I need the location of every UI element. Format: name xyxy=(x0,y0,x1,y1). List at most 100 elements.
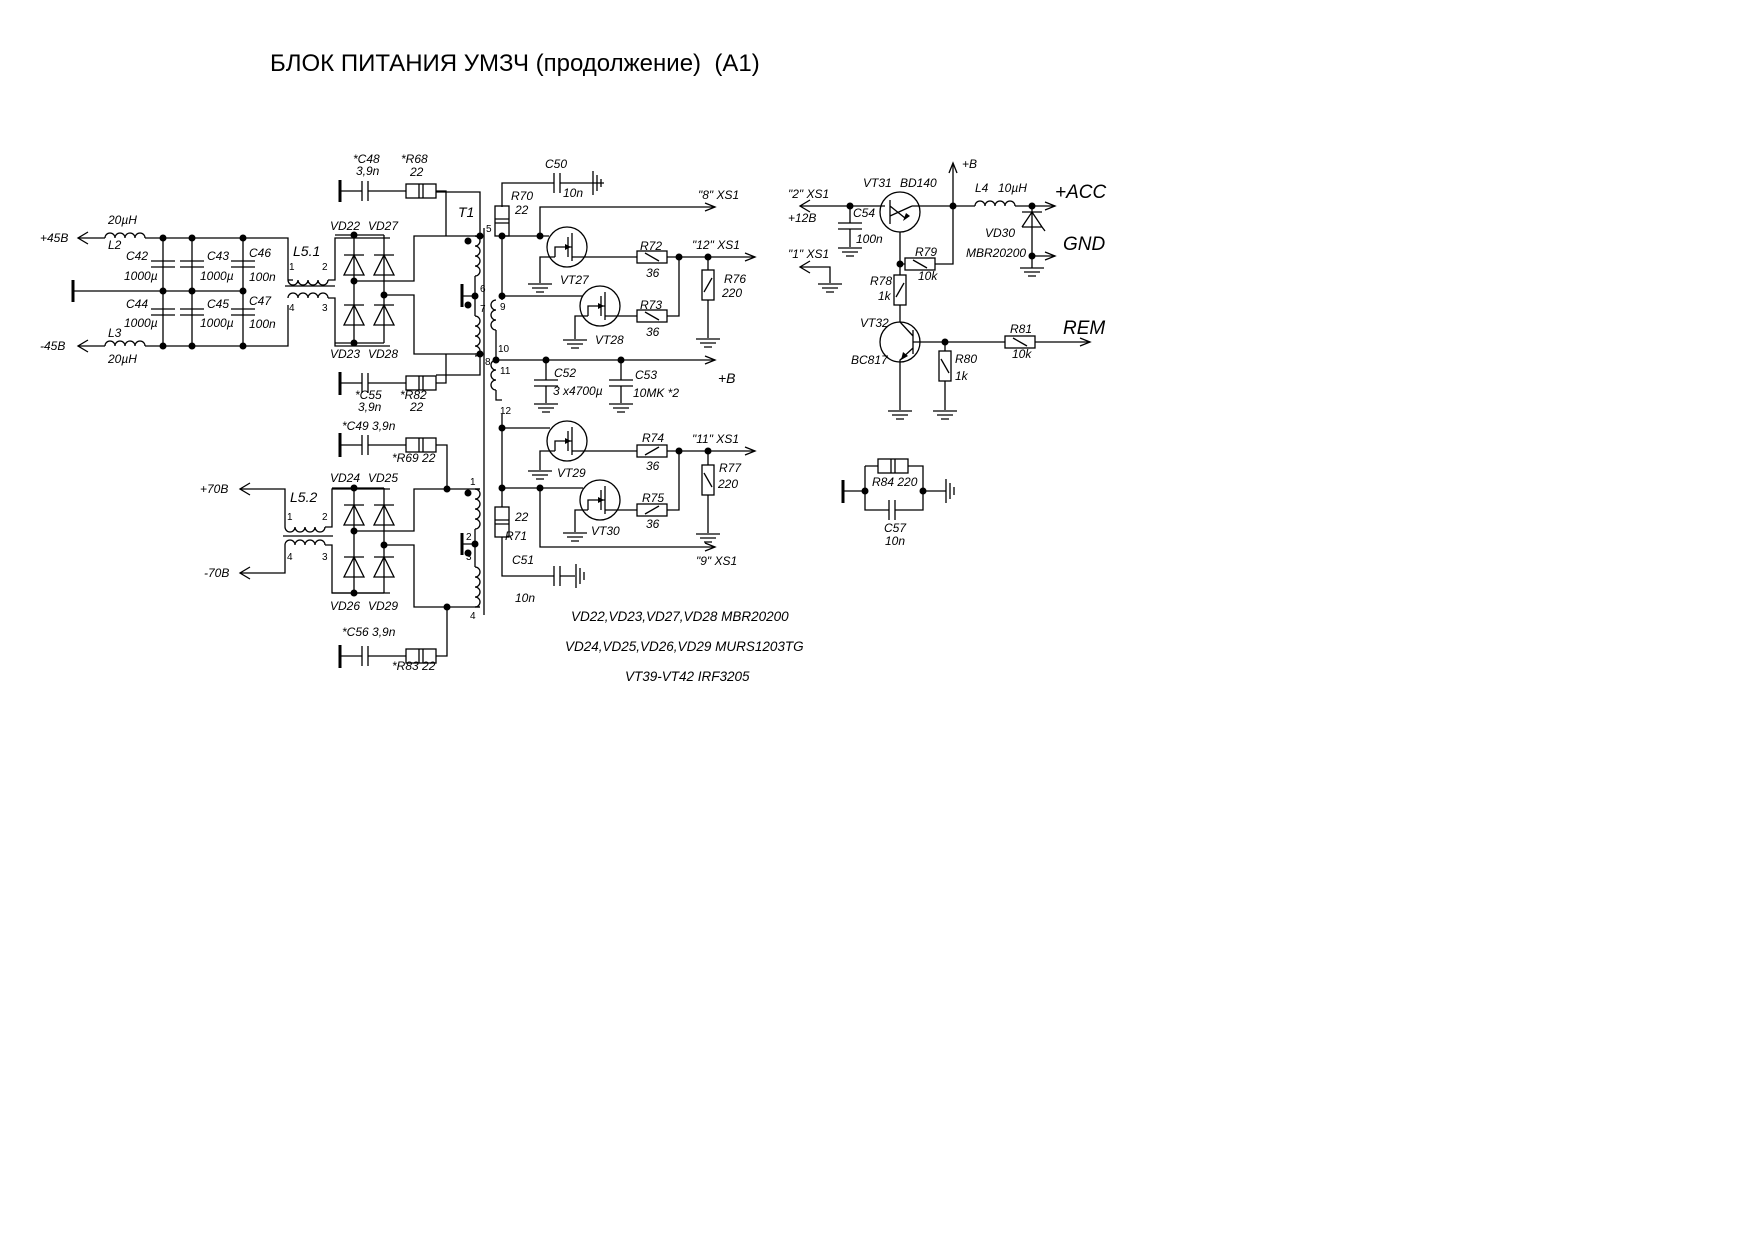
pin-l51-4: 4 xyxy=(289,303,295,314)
label-c51: C51 xyxy=(512,553,534,567)
label-vd30: VD30 xyxy=(985,226,1015,240)
label-plus12: +12B xyxy=(788,211,816,225)
pin-7: 7 xyxy=(480,304,486,315)
label-c46: C46 xyxy=(249,246,271,260)
label-vt30: VT30 xyxy=(591,524,620,538)
label-r79: R79 xyxy=(915,245,937,259)
pin-l52-1: 1 xyxy=(287,512,293,523)
label-vt31: VT31 xyxy=(863,176,892,190)
pin-l52-3: 3 xyxy=(322,552,328,563)
bridge-2 xyxy=(332,433,480,668)
label-l3: L3 xyxy=(108,326,122,340)
switch-top xyxy=(492,170,756,413)
label-c46-value: 100n xyxy=(249,270,276,284)
label-r73-value: 36 xyxy=(646,325,660,339)
label-r74: R74 xyxy=(642,431,664,445)
label-r77: R77 xyxy=(719,461,742,475)
label-c53-value: 10MK *2 xyxy=(633,386,679,400)
label-r72-value: 36 xyxy=(646,266,660,280)
label-minus45: -45B xyxy=(40,339,65,353)
pin-t3: 3 xyxy=(466,552,472,563)
label-vd29: VD29 xyxy=(368,599,398,613)
label-vt28: VT28 xyxy=(595,333,624,347)
label-l3-value: 20µH xyxy=(107,352,137,366)
label-c52-value: 3 x4700µ xyxy=(553,384,603,398)
input-filter xyxy=(71,231,390,353)
label-c48-value: 3,9n xyxy=(356,164,380,178)
pin-9: 9 xyxy=(500,302,506,313)
label-r82-value: 22 xyxy=(409,400,424,414)
note-diodes-murs: VD24,VD25,VD26,VD29 MURS1203TG xyxy=(565,639,804,654)
label-plus70: +70B xyxy=(200,482,228,496)
label-c55: *C55 xyxy=(355,388,382,402)
label-r78: R78 xyxy=(870,274,892,288)
label-l2-value: 20µH xyxy=(107,213,137,227)
note-diodes-mbr: VD22,VD23,VD27,VD28 MBR20200 xyxy=(571,609,789,624)
label-xs1-8: "8" XS1 xyxy=(698,188,739,202)
label-minus70: -70B xyxy=(204,566,229,580)
label-vd30-type: MBR20200 xyxy=(966,246,1026,260)
label-r81: R81 xyxy=(1010,322,1032,336)
page-title: БЛОК ПИТАНИЯ УМЗЧ (продолжение) (А1) xyxy=(270,50,760,77)
label-c53: C53 xyxy=(635,368,657,382)
label-c44: C44 xyxy=(126,297,148,311)
label-r78-value: 1k xyxy=(878,289,892,303)
label-r75: R75 xyxy=(642,491,664,505)
label-c47: C47 xyxy=(249,294,272,308)
label-r84: R84 220 xyxy=(872,475,918,489)
label-r68: *R68 xyxy=(401,152,428,166)
label-c48: *C48 xyxy=(353,152,380,166)
label-vd26: VD26 xyxy=(330,599,360,613)
label-vd23: VD23 xyxy=(330,347,360,361)
label-r81-value: 10k xyxy=(1012,347,1032,361)
label-c42: C42 xyxy=(126,249,148,263)
label-r76-value: 220 xyxy=(721,286,742,300)
pin-l52-4: 4 xyxy=(287,552,293,563)
label-c55-value: 3,9n xyxy=(358,400,382,414)
label-c42-value: 1000µ xyxy=(124,269,158,283)
label-vd28: VD28 xyxy=(368,347,398,361)
label-vt31-type: BD140 xyxy=(900,176,937,190)
label-l2: L2 xyxy=(108,238,122,252)
pin-8: 8 xyxy=(485,357,491,368)
label-c54-value: 100n xyxy=(856,232,883,246)
label-r77-value: 220 xyxy=(717,477,738,491)
label-rem: REM xyxy=(1063,318,1105,339)
label-acc: +ACC xyxy=(1055,182,1106,203)
label-r68-value: 22 xyxy=(409,165,424,179)
label-xs1-9: "9" XS1 xyxy=(696,554,737,568)
label-c51-value: 10n xyxy=(515,591,535,605)
label-r70-value: 22 xyxy=(514,203,529,217)
label-vd22: VD22 xyxy=(330,219,360,233)
label-xs1-2: "2" XS1 xyxy=(788,187,829,201)
label-r74-value: 36 xyxy=(646,459,660,473)
label-c50-value: 10n xyxy=(563,186,583,200)
label-xs1-11: "11" XS1 xyxy=(692,432,739,446)
label-r70: R70 xyxy=(511,189,533,203)
label-vt32-type: BC817 xyxy=(851,353,889,367)
label-r82: *R82 xyxy=(400,388,427,402)
label-c43: C43 xyxy=(207,249,229,263)
label-vd27: VD27 xyxy=(368,219,399,233)
label-c57-value: 10n xyxy=(885,534,905,548)
label-c44-value: 1000µ xyxy=(124,316,158,330)
label-l4-value: 10µH xyxy=(998,181,1027,195)
pin-t1: 1 xyxy=(470,477,476,488)
pin-10: 10 xyxy=(498,344,510,355)
pin-t2: 2 xyxy=(466,532,472,543)
bridge-1 xyxy=(335,180,484,395)
label-rem-plus-b: +B xyxy=(962,157,977,171)
pin-5: 5 xyxy=(486,224,492,235)
label-r69: *R69 22 xyxy=(392,451,436,465)
label-plus-b: +B xyxy=(718,370,736,386)
label-r71-value: 22 xyxy=(514,510,529,524)
label-vt32: VT32 xyxy=(860,316,889,330)
label-r72: R72 xyxy=(640,239,662,253)
label-r79-value: 10k xyxy=(918,269,938,283)
label-t1: T1 xyxy=(458,204,474,220)
label-c57: C57 xyxy=(884,521,907,535)
label-r73: R73 xyxy=(640,298,662,312)
label-r71: R71 xyxy=(505,529,527,543)
pin-l51-1: 1 xyxy=(289,262,295,273)
